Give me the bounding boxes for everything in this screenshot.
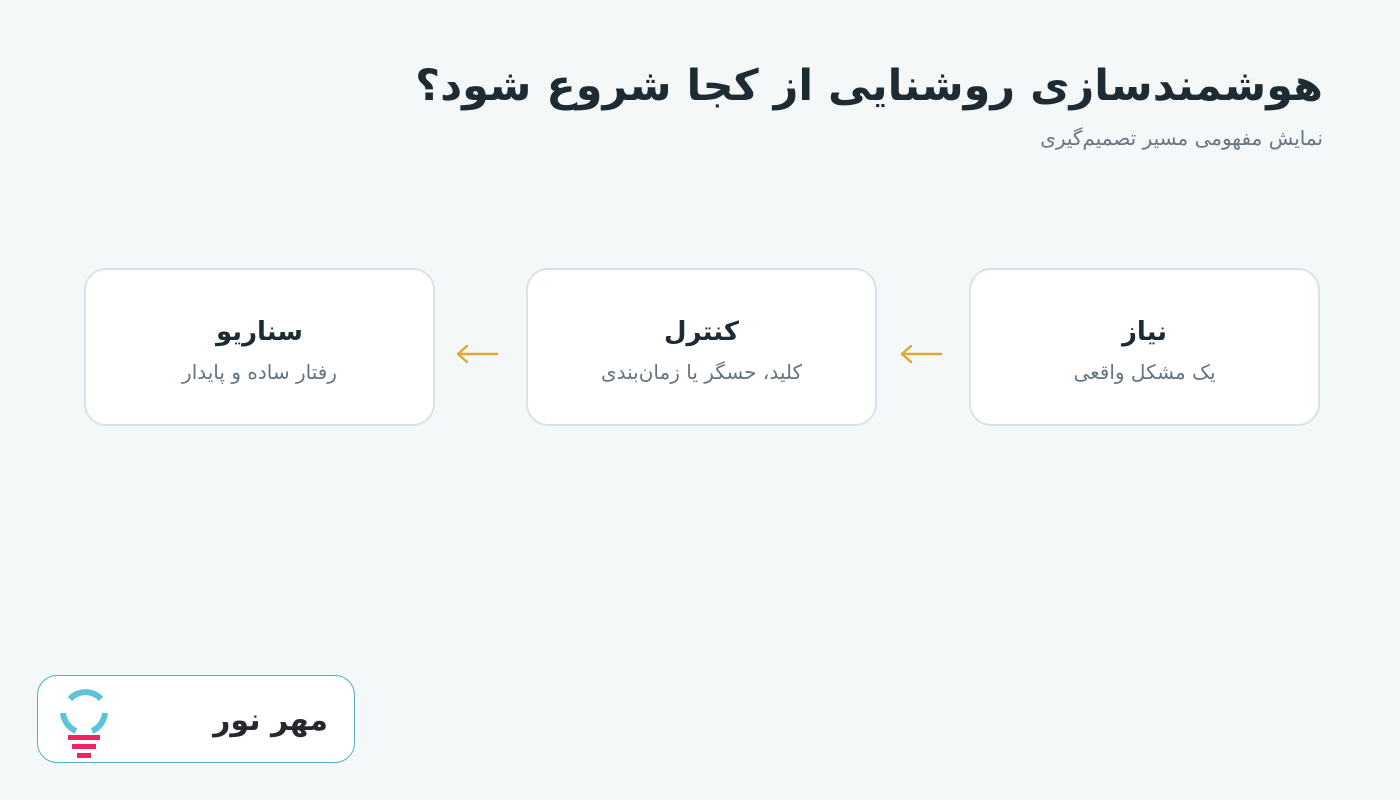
step-title-control: کنترل xyxy=(663,317,740,347)
step-title-scenario: سناریو xyxy=(216,317,303,347)
brand-name: مهر نور xyxy=(213,703,328,738)
decision-flow: نیاز یک مشکل واقعی کنترل کلید، حسگر یا ز… xyxy=(80,268,1320,428)
brand-logo-box: مهر نور xyxy=(37,675,355,763)
lightbulb-logo-icon xyxy=(56,686,112,762)
step-description-control: کلید، حسگر یا زمان‌بندی xyxy=(600,360,803,384)
step-card-control: کنترل کلید، حسگر یا زمان‌بندی xyxy=(526,268,877,426)
step-description-scenario: رفتار ساده و پایدار xyxy=(182,360,337,384)
page-header: هوشمندسازی روشنایی از کجا شروع شود؟ نمای… xyxy=(343,58,1323,152)
step-title-need: نیاز xyxy=(1121,317,1168,347)
step-card-need: نیاز یک مشکل واقعی xyxy=(969,268,1320,426)
step-card-scenario: سناریو رفتار ساده و پایدار xyxy=(84,268,435,426)
step-description-need: یک مشکل واقعی xyxy=(1073,360,1216,384)
page-title: هوشمندسازی روشنایی از کجا شروع شود؟ xyxy=(415,61,1323,111)
left-arrow-icon xyxy=(897,341,945,367)
page-subtitle: نمایش مفهومی مسیر تصمیم‌گیری xyxy=(1040,126,1323,150)
left-arrow-icon xyxy=(453,341,501,367)
